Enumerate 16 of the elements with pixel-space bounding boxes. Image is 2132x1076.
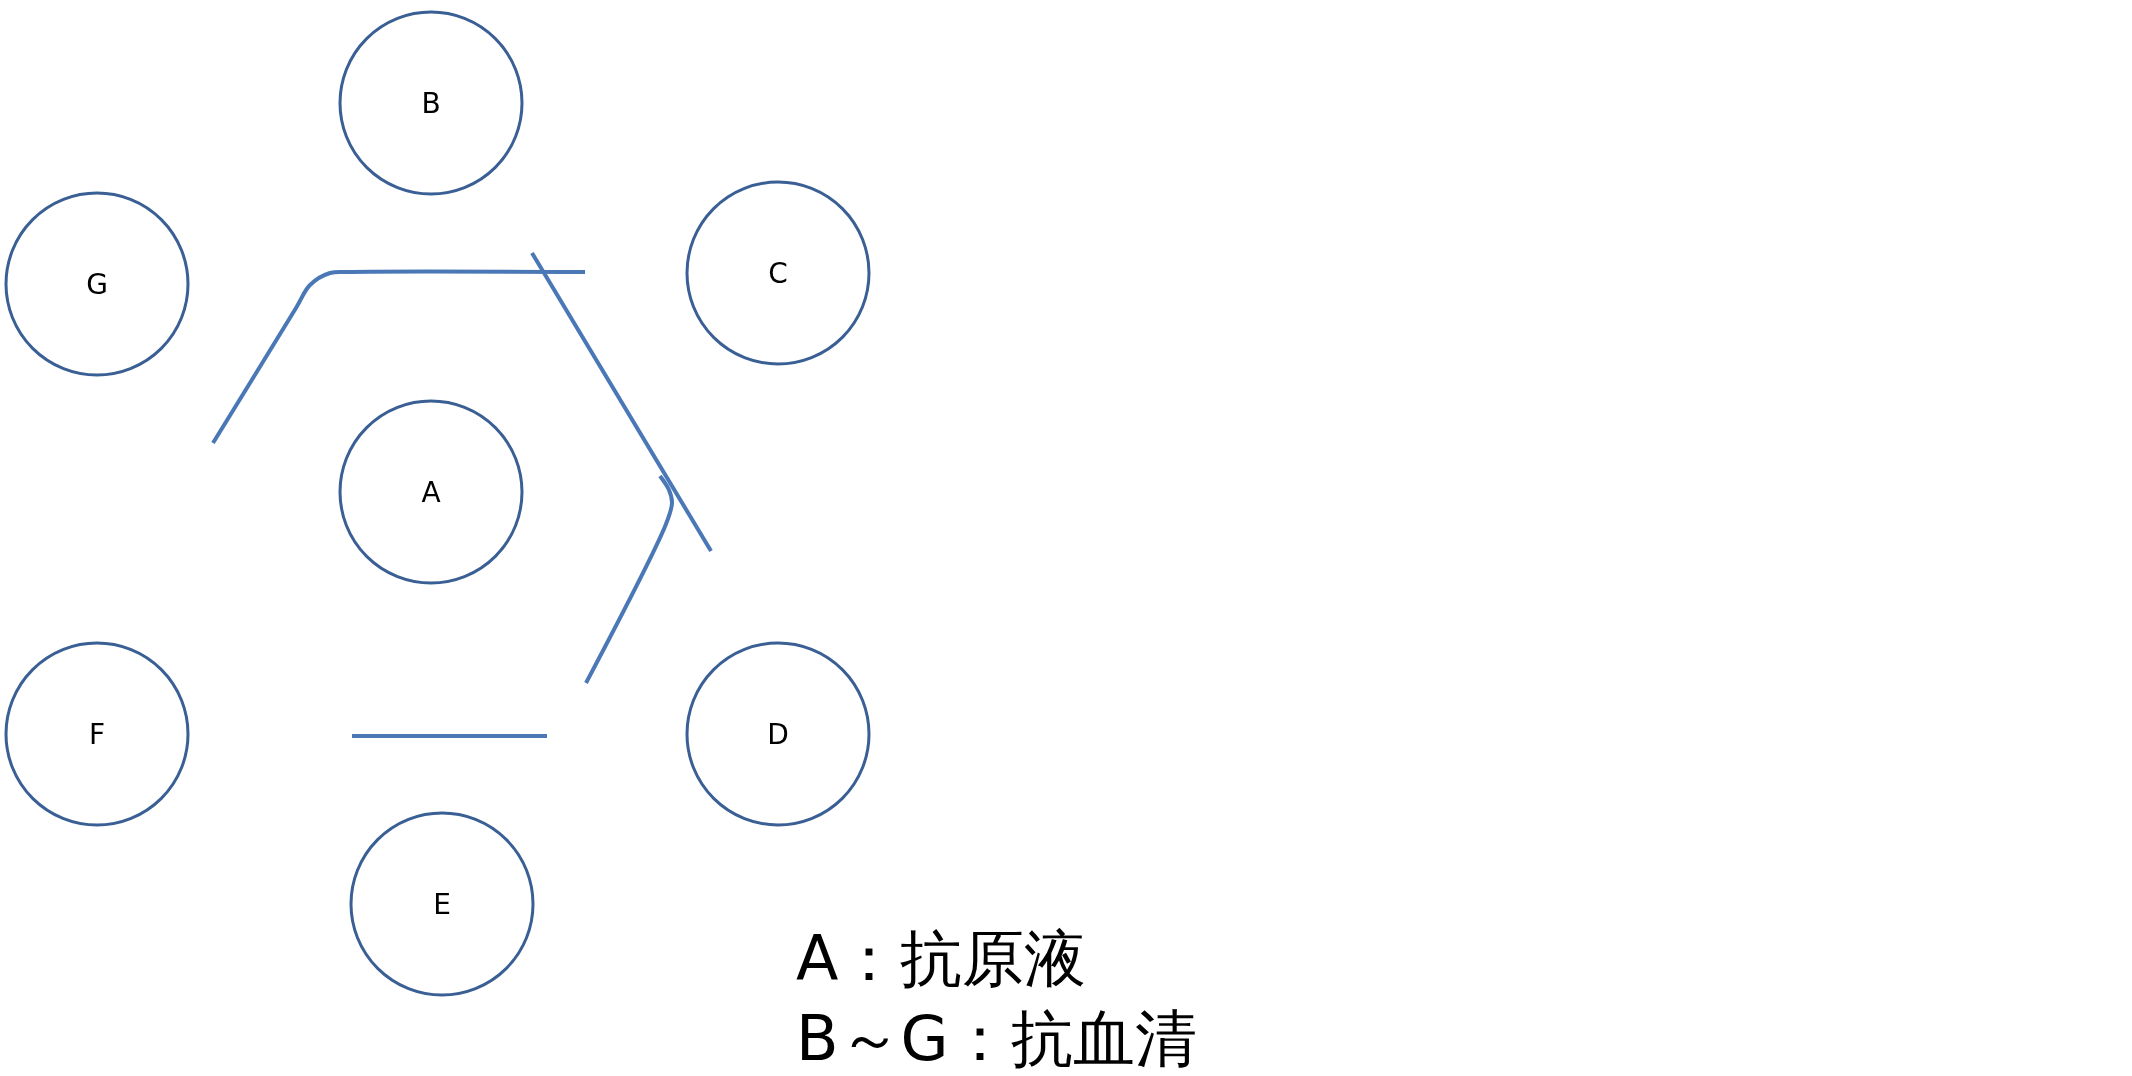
well-circle <box>685 641 871 827</box>
well-circle <box>4 191 190 377</box>
well-label: E <box>433 887 451 921</box>
well-label: C <box>768 256 788 290</box>
well-label: G <box>86 267 108 301</box>
legend-note: A：抗原液 <box>796 925 1087 994</box>
well-label: D <box>767 717 789 751</box>
legend-note: B～G：抗血清 <box>796 1005 1197 1074</box>
well-label: A <box>421 475 441 509</box>
well-circle <box>338 399 524 585</box>
well-label: F <box>88 717 106 751</box>
well-label: B <box>421 86 441 120</box>
well-circle <box>349 811 535 997</box>
well-circle <box>685 180 871 366</box>
well-circle <box>4 641 190 827</box>
well-circle <box>338 10 524 196</box>
